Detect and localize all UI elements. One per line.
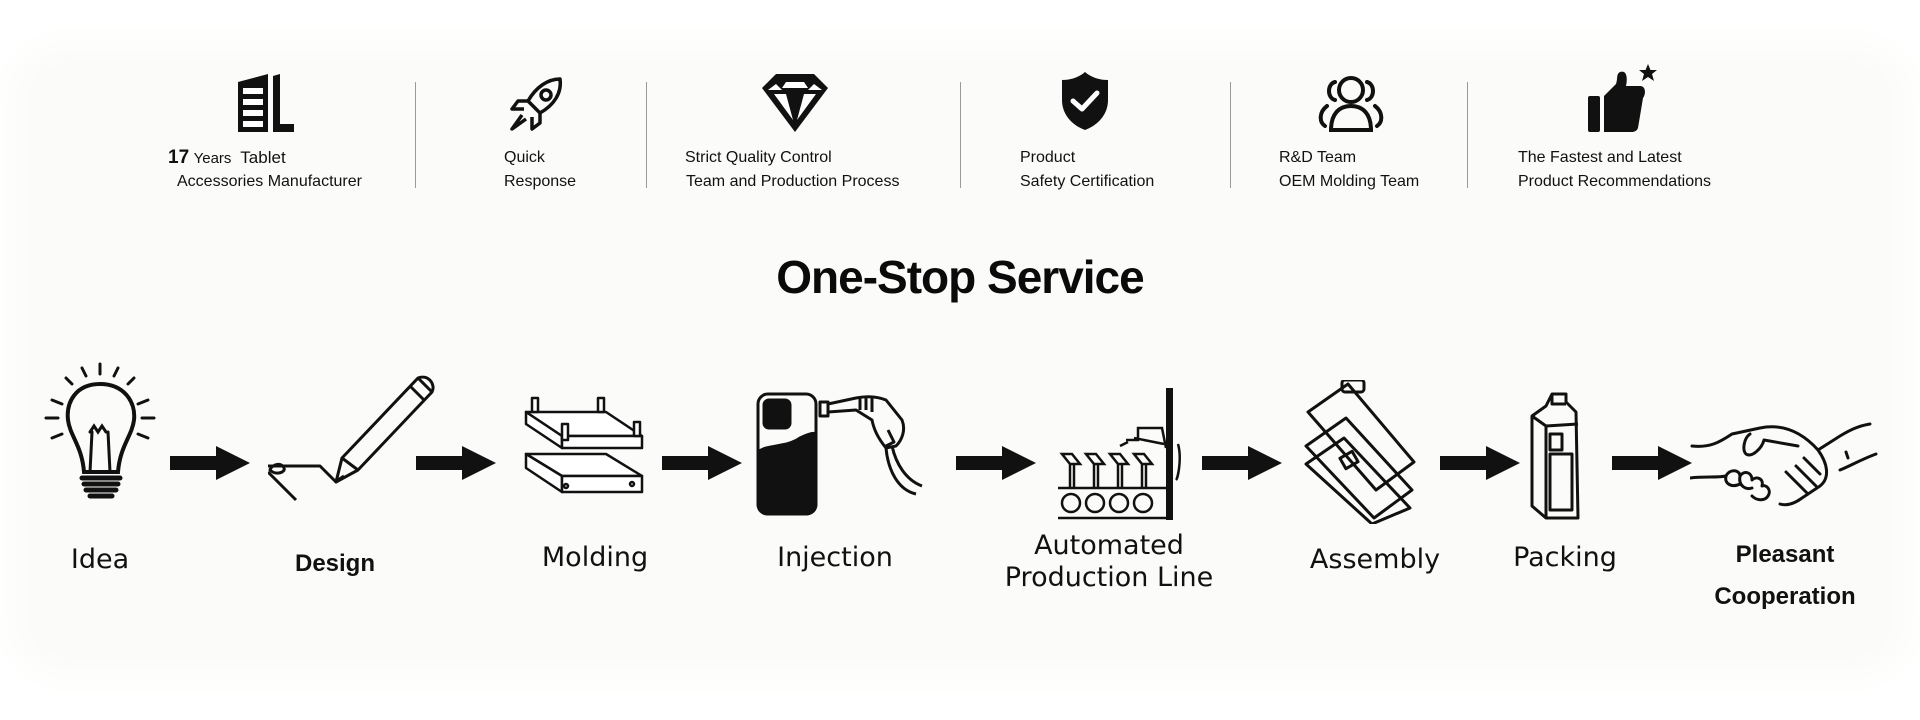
step-label: Assembly (1309, 544, 1441, 575)
building-icon (238, 74, 294, 132)
pencil-icon (268, 375, 435, 502)
divider (1467, 82, 1468, 188)
arrow-right-icon (956, 446, 1036, 480)
arrow-right-icon (662, 446, 742, 480)
step-label: Automated Production Line (1004, 530, 1214, 593)
mold-icon (524, 396, 644, 494)
feature-line2: Safety Certification (1020, 173, 1155, 190)
feature-line2: Response (504, 173, 577, 190)
feature-line2: Product Recommendations (1518, 173, 1711, 190)
feature-line1: The Fastest and Latest (1518, 149, 1682, 166)
thumbs-up-star-icon (1588, 64, 1657, 132)
step-label: Design (294, 550, 375, 577)
feature-line1: Product (1020, 149, 1076, 166)
step-label: Molding (541, 542, 649, 573)
team-icon (1318, 76, 1384, 132)
arrow-right-icon (170, 446, 250, 480)
step-label: Pleasant Cooperation (1714, 541, 1856, 610)
arrow-right-icon (1440, 446, 1520, 480)
section-title: One-Stop Service (776, 251, 1144, 303)
arrow-right-icon (1612, 446, 1692, 480)
production-line-icon (1058, 388, 1181, 520)
divider (960, 82, 961, 188)
diamond-icon (762, 74, 828, 132)
step-label: Packing (1513, 542, 1617, 573)
lightbulb-icon (44, 362, 156, 499)
rocket-icon (510, 77, 563, 131)
divider (415, 82, 416, 188)
assembly-layers-icon (1304, 380, 1416, 524)
feature-line1: Quick (504, 149, 545, 166)
handshake-icon (1690, 422, 1878, 507)
arrow-right-icon (1202, 446, 1282, 480)
injection-nozzle-icon (756, 392, 923, 516)
shield-check-icon (1062, 72, 1108, 130)
feature-line1: 17 Years Tablet (168, 147, 286, 168)
package-box-icon (1530, 392, 1580, 520)
step-label: Injection (777, 542, 893, 573)
feature-line2: OEM Molding Team (1279, 173, 1420, 190)
divider (1230, 82, 1231, 188)
feature-line2: Accessories Manufacturer (177, 173, 362, 190)
feature-line2: Team and Production Process (686, 173, 900, 190)
divider (646, 82, 647, 188)
step-label: Idea (70, 544, 130, 575)
feature-line1: R&D Team (1279, 149, 1357, 166)
arrow-right-icon (416, 446, 496, 480)
feature-line1: Strict Quality Control (685, 149, 832, 166)
